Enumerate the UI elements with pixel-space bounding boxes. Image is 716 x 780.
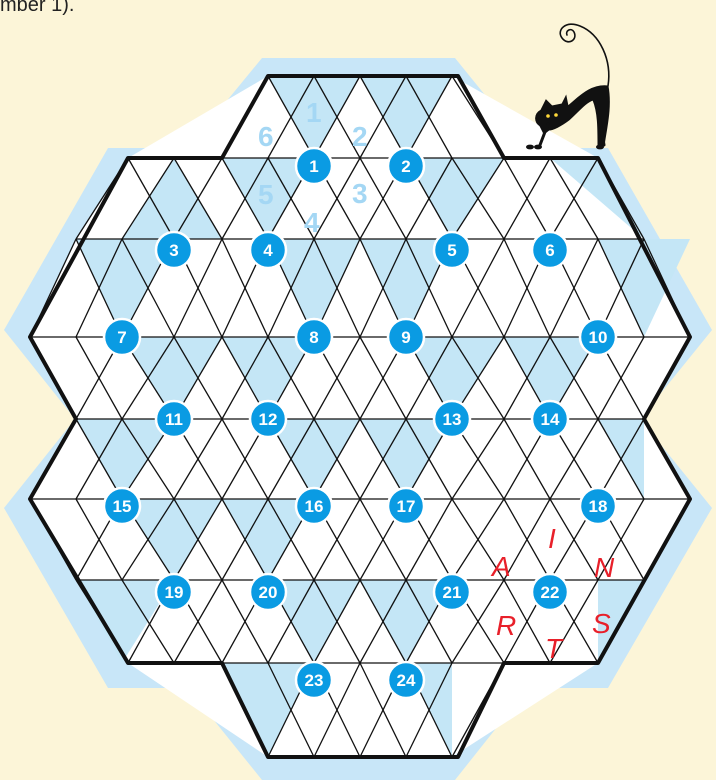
marker-label: 5 (447, 241, 456, 260)
marker-label: 4 (263, 241, 273, 260)
marker-label: 21 (443, 583, 462, 602)
number-marker-17: 17 (388, 488, 424, 524)
number-marker-8: 8 (296, 319, 332, 355)
number-marker-23: 23 (296, 662, 332, 698)
example-digit-1: 1 (306, 97, 322, 128)
number-marker-19: 19 (156, 574, 192, 610)
marker-label: 15 (113, 497, 132, 516)
marker-label: 9 (401, 328, 410, 347)
number-marker-1: 1 (296, 148, 332, 184)
marker-label: 3 (169, 241, 178, 260)
example-letter-I: I (548, 523, 556, 554)
number-marker-11: 11 (156, 401, 192, 437)
number-marker-12: 12 (250, 401, 286, 437)
marker-label: 1 (309, 157, 318, 176)
cat-eye-right (554, 113, 558, 117)
example-letter-R: R (496, 610, 516, 641)
number-marker-3: 3 (156, 232, 192, 268)
number-marker-18: 18 (580, 488, 616, 524)
number-marker-21: 21 (434, 574, 470, 610)
number-marker-16: 16 (296, 488, 332, 524)
number-marker-13: 13 (434, 401, 470, 437)
marker-label: 8 (309, 328, 318, 347)
example-letter-T: T (545, 633, 564, 664)
number-marker-10: 10 (580, 319, 616, 355)
number-marker-15: 15 (104, 488, 140, 524)
example-digit-4: 4 (304, 207, 320, 238)
number-marker-2: 2 (388, 148, 424, 184)
number-marker-5: 5 (434, 232, 470, 268)
marker-label: 12 (259, 410, 278, 429)
marker-label: 14 (541, 410, 560, 429)
cat-tail (560, 24, 609, 86)
marker-label: 2 (401, 157, 410, 176)
marker-label: 23 (305, 671, 324, 690)
marker-label: 6 (545, 241, 554, 260)
marker-label: 19 (165, 583, 184, 602)
number-marker-6: 6 (532, 232, 568, 268)
number-marker-20: 20 (250, 574, 286, 610)
marker-label: 13 (443, 410, 462, 429)
example-letter-S: S (592, 608, 611, 639)
example-letter-A: A (490, 551, 511, 582)
marker-label: 20 (259, 583, 278, 602)
number-marker-14: 14 (532, 401, 568, 437)
marker-label: 22 (541, 583, 560, 602)
number-marker-7: 7 (104, 319, 140, 355)
number-marker-9: 9 (388, 319, 424, 355)
number-marker-22: 22 (532, 574, 568, 610)
number-marker-4: 4 (250, 232, 286, 268)
marker-label: 24 (397, 671, 416, 690)
board-strip (128, 663, 598, 757)
example-digit-2: 2 (352, 121, 368, 152)
marker-label: 18 (589, 497, 608, 516)
marker-label: 10 (589, 328, 608, 347)
number-marker-24: 24 (388, 662, 424, 698)
cat-eye-left (546, 114, 550, 118)
example-digit-5: 5 (258, 179, 274, 210)
marker-label: 16 (305, 497, 324, 516)
marker-label: 17 (397, 497, 416, 516)
example-letter-N: N (594, 552, 615, 583)
marker-label: 7 (117, 328, 126, 347)
marker-label: 11 (165, 410, 183, 429)
example-digit-3: 3 (352, 178, 368, 209)
example-digit-6: 6 (258, 121, 274, 152)
